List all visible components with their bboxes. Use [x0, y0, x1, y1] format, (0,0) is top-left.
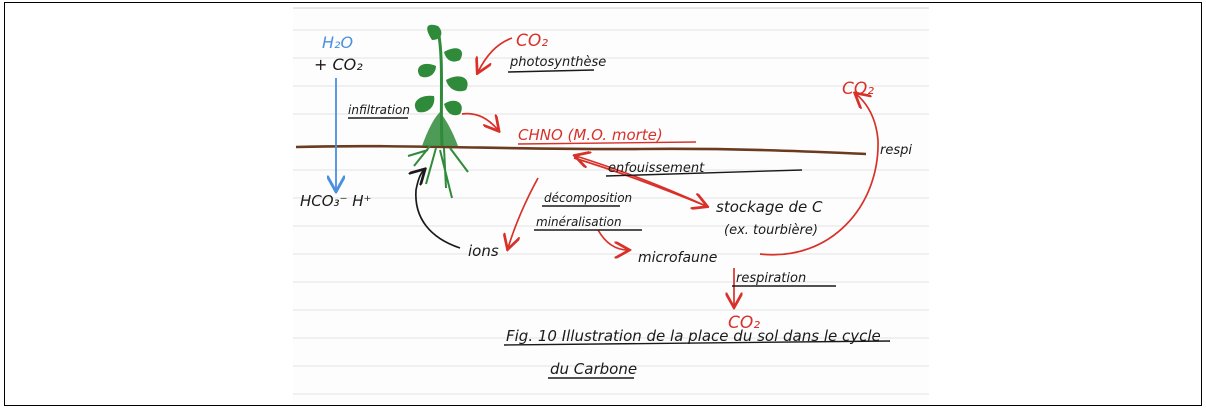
caption-line2: du Carbone: [550, 360, 637, 378]
co2-top-label: CO₂: [516, 31, 548, 51]
ions-label: ions: [468, 242, 499, 260]
plant-icon: [407, 24, 469, 199]
decomposition-label: décomposition: [544, 191, 632, 205]
hco3-label: HCO₃⁻ H⁺: [300, 192, 371, 210]
co2-bottom-label: CO₂: [728, 313, 760, 333]
water-h2o-label: H₂O: [322, 33, 353, 52]
caption-line1: Fig. 10 Illustration de la place du sol …: [506, 327, 881, 345]
mineralisation-label: minéralisation: [536, 215, 622, 229]
microfauna-label: microfaune: [638, 250, 717, 266]
co2-right-label: CO₂: [842, 79, 874, 99]
organic-matter-label: CHNO (M.O. morte): [518, 126, 663, 144]
respiration-label: respiration: [736, 271, 806, 286]
infiltration-label: infiltration: [348, 103, 410, 117]
decomposition-arrow: [508, 177, 539, 248]
chno-underline: [517, 141, 697, 145]
co2-to-plant-arrow: [478, 37, 513, 72]
storage-to-organic-matter-arrow: [576, 156, 707, 207]
respi-label: respi: [880, 143, 912, 158]
storage-label-line2: (ex. tourbière): [724, 223, 818, 238]
storage-label-line1: stockage de C: [716, 198, 823, 216]
caption-line1-underline: [503, 340, 891, 346]
photosynthesis-label: photosynthèse: [509, 55, 606, 70]
ruled-lines: [293, 29, 929, 395]
ions-to-plant-arrow: [416, 170, 461, 249]
burial-label: enfouissement: [608, 161, 705, 176]
soil-surface-line: [295, 144, 867, 156]
water-co2-label: + CO₂: [314, 55, 363, 74]
respi-to-atmosphere-arrow: [759, 94, 879, 256]
burial-underline: [605, 169, 803, 177]
mineralisation-to-microfauna-arrow: [597, 229, 628, 250]
plant-to-organic-matter-arrow: [461, 112, 498, 130]
photosynthesis-underline: [507, 69, 595, 73]
